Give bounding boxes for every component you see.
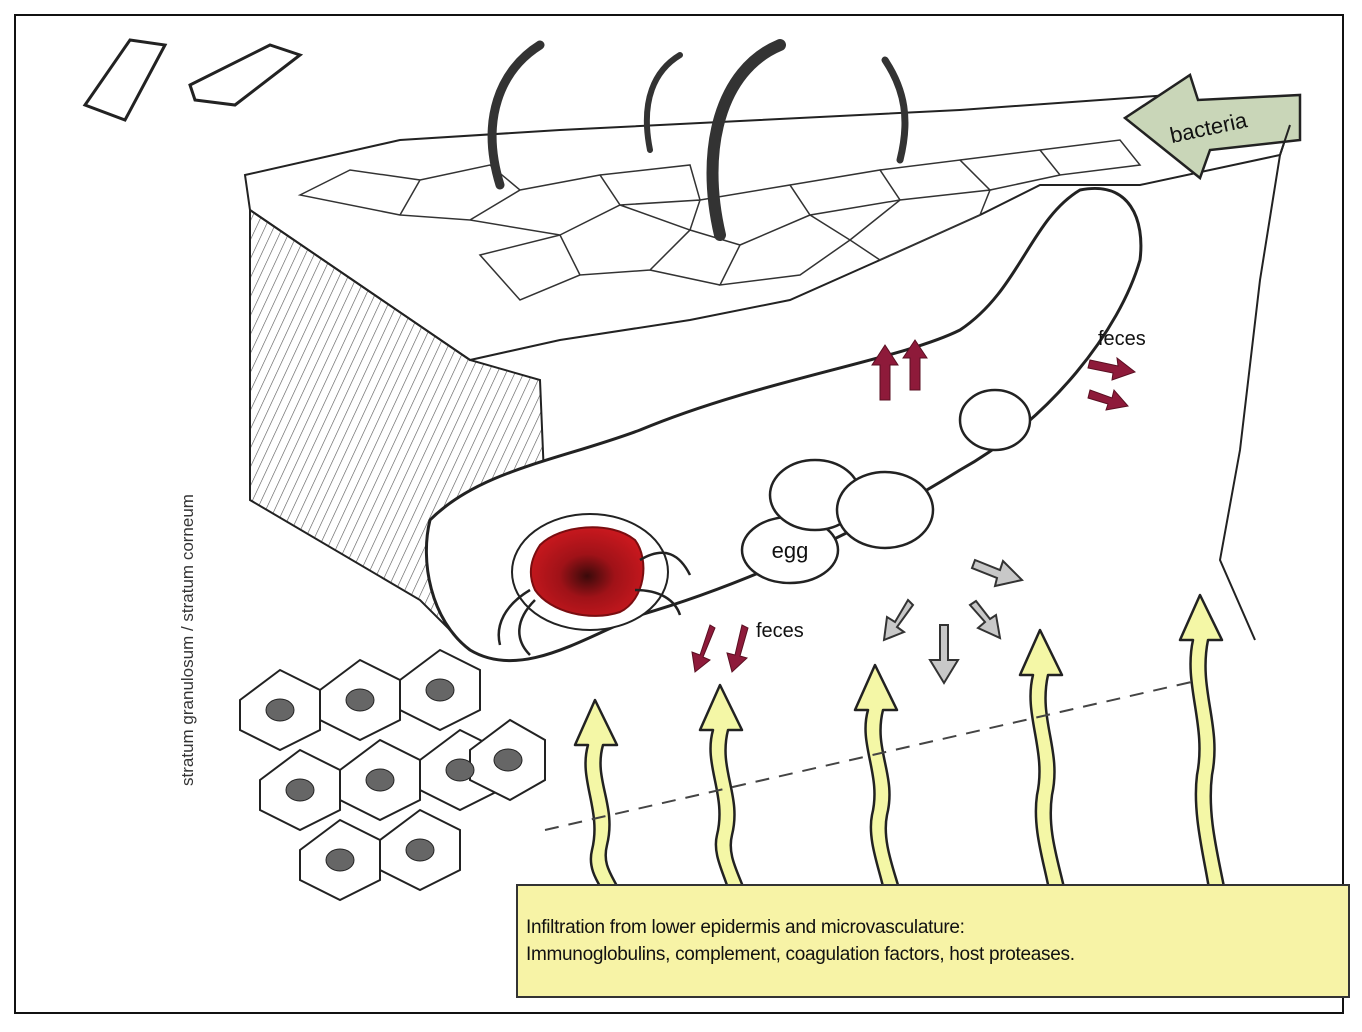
arrow-down-icon <box>692 625 715 672</box>
skin-flake <box>85 40 165 120</box>
arrow-down-icon <box>727 625 748 672</box>
wavy-arrow-up-icon <box>1180 595 1225 895</box>
arrow-down-left-icon <box>884 600 913 640</box>
feces-label-top: feces <box>1098 328 1146 350</box>
stratum-side-label: stratum granulosum / stratum corneum <box>178 494 198 786</box>
skin-flakes <box>85 40 300 120</box>
callout-line-2: Immunoglobulins, complement, coagulation… <box>526 941 1348 968</box>
wavy-arrow-up-icon <box>1020 630 1065 895</box>
wavy-arrow-up-icon <box>575 700 620 895</box>
arrow-right-icon <box>972 560 1022 586</box>
skin-block-edge <box>1220 125 1290 640</box>
diffusion-arrows <box>884 560 1022 683</box>
arrow-right-icon <box>1088 358 1135 380</box>
feces-label-bottom: feces <box>756 620 804 642</box>
mite-body <box>531 527 644 616</box>
arrow-down-icon <box>930 625 958 683</box>
infiltration-arrows <box>575 595 1225 895</box>
egg <box>837 472 933 548</box>
skin-flake <box>190 45 300 105</box>
egg-label: egg <box>772 538 809 563</box>
arrow-down-right-icon <box>970 601 1000 638</box>
arrow-right-icon <box>1088 390 1128 410</box>
wavy-arrow-up-icon <box>855 665 900 895</box>
infiltration-callout: Infiltration from lower epidermis and mi… <box>516 884 1350 998</box>
callout-line-1: Infiltration from lower epidermis and mi… <box>526 914 1348 941</box>
egg <box>960 390 1030 450</box>
